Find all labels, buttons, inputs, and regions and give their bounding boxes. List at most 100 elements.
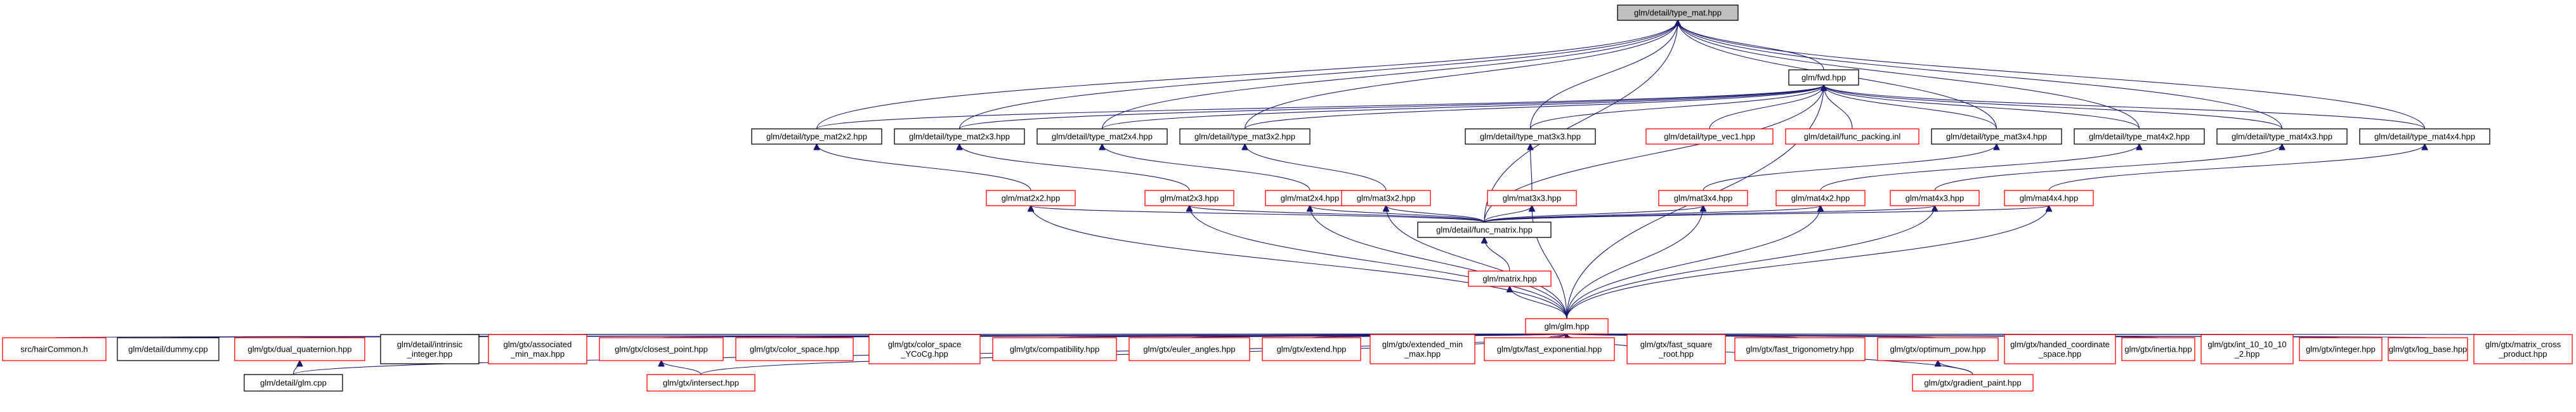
node-closest_point[interactable]: glm/gtx/closest_point.hpp	[599, 337, 724, 361]
node-label: glm/gtx/intersect.hpp	[663, 378, 739, 388]
node-matrix[interactable]: glm/matrix.hpp	[1468, 270, 1552, 287]
node-label: glm/detail/type_mat4x4.hpp	[2374, 132, 2475, 142]
node-label: glm/detail/type_mat.hpp	[1634, 8, 1722, 18]
edge-type_mat3x2-to-type_mat	[1244, 20, 1678, 130]
edge-func_matrix-to-mat2x2	[1031, 206, 1485, 223]
edge-type_mat2x2-to-fwd	[816, 85, 1824, 130]
edge-type_mat4x2-to-fwd	[1824, 85, 2140, 130]
node-label: glm/detail/type_mat2x4.hpp	[1052, 132, 1153, 142]
node-box	[1617, 4, 1739, 21]
node-type_mat3x4[interactable]: glm/detail/type_mat3x4.hpp	[1931, 128, 2062, 145]
node-type_mat2x4[interactable]: glm/detail/type_mat2x4.hpp	[1036, 128, 1168, 145]
node-color_space_YCoCg[interactable]: glm/gtx/color_space_YCoCg.hpp	[868, 334, 981, 364]
node-euler_angles[interactable]: glm/gtx/euler_angles.hpp	[1128, 337, 1250, 361]
node-associated_min_max[interactable]: glm/gtx/associated_min_max.hpp	[488, 334, 587, 364]
node-handed_coordinate_space[interactable]: glm/gtx/handed_coordinate_space.hpp	[2004, 334, 2116, 364]
node-glm_cpp[interactable]: glm/detail/glm.cpp	[244, 374, 343, 392]
node-matrix_cross_product[interactable]: glm/gtx/matrix_cross_product.hpp	[2473, 334, 2573, 364]
node-mat3x4[interactable]: glm/mat3x4.hpp	[1658, 190, 1748, 206]
node-func_matrix[interactable]: glm/detail/func_matrix.hpp	[1417, 222, 1552, 238]
node-mat2x2[interactable]: glm/mat2x2.hpp	[986, 190, 1076, 206]
node-mat2x3[interactable]: glm/mat2x3.hpp	[1144, 190, 1234, 206]
node-label: glm/gtx/inertia.hpp	[2124, 345, 2192, 354]
node-fast_square_root[interactable]: glm/gtx/fast_square_root.hpp	[1626, 334, 1726, 364]
node-compatibility[interactable]: glm/gtx/compatibility.hpp	[992, 337, 1117, 361]
node-mat4x2[interactable]: glm/mat4x2.hpp	[1775, 190, 1866, 206]
node-label: glm/detail/intrinsic	[397, 340, 463, 349]
node-label: src/hairCommon.h	[20, 345, 88, 354]
node-label: glm/gtx/color_space.hpp	[750, 345, 839, 354]
node-color_space[interactable]: glm/gtx/color_space.hpp	[735, 337, 854, 361]
node-intersect[interactable]: glm/gtx/intersect.hpp	[646, 374, 755, 392]
node-label: glm/gtx/compatibility.hpp	[1010, 345, 1099, 354]
node-box	[2004, 190, 2094, 206]
node-mat3x2[interactable]: glm/mat3x2.hpp	[1341, 190, 1431, 206]
node-intrinsic_integer[interactable]: glm/detail/intrinsic_integer.hpp	[380, 334, 480, 364]
node-func_packing[interactable]: glm/detail/func_packing.inl	[1785, 128, 1919, 145]
node-label: glm/mat4x2.hpp	[1791, 194, 1850, 203]
node-type_mat[interactable]: glm/detail/type_mat.hpp	[1617, 4, 1739, 21]
node-type_mat4x2[interactable]: glm/detail/type_mat4x2.hpp	[2074, 128, 2205, 145]
node-label: glm/detail/dummy.cpp	[128, 345, 207, 354]
edge-func_matrix-to-mat3x4	[1484, 206, 1703, 223]
node-label: glm/gtx/log_base.hpp	[2389, 345, 2468, 354]
node-type_vec1[interactable]: glm/detail/type_vec1.hpp	[1645, 128, 1774, 145]
node-box	[1734, 337, 1866, 361]
node-box	[244, 374, 343, 392]
node-box	[2299, 337, 2383, 361]
node-label: glm/gtx/handed_coordinate	[2010, 340, 2110, 349]
node-box	[599, 337, 724, 361]
node-label: glm/mat4x4.hpp	[2020, 194, 2079, 203]
node-label: glm/mat3x3.hpp	[1503, 194, 1562, 203]
node-type_mat4x3[interactable]: glm/detail/type_mat4x3.hpp	[2216, 128, 2348, 145]
node-type_mat4x4[interactable]: glm/detail/type_mat4x4.hpp	[2359, 128, 2490, 145]
node-box	[2, 337, 107, 361]
edge-type_mat4x3-to-fwd	[1824, 85, 2283, 130]
node-fwd[interactable]: glm/fwd.hpp	[1788, 69, 1859, 86]
node-fast_exponential[interactable]: glm/gtx/fast_exponential.hpp	[1484, 337, 1615, 361]
node-gradient_paint[interactable]: glm/gtx/gradient_paint.hpp	[1912, 374, 2034, 392]
node-extend[interactable]: glm/gtx/extend.hpp	[1262, 337, 1361, 361]
edge-mat3x3-to-type_mat3x3	[1531, 144, 1533, 191]
node-label: glm/gtx/dual_quaternion.hpp	[247, 345, 351, 354]
node-box	[1877, 337, 1999, 361]
node-type_mat3x2[interactable]: glm/detail/type_mat3x2.hpp	[1179, 128, 1311, 145]
edge-mat2x4-to-type_mat2x4	[1102, 144, 1311, 191]
node-box	[2388, 337, 2468, 361]
node-inertia[interactable]: glm/gtx/inertia.hpp	[2121, 337, 2195, 361]
node-label: glm/gtx/fast_square	[1640, 340, 1712, 349]
node-label: glm/detail/type_mat2x3.hpp	[909, 132, 1010, 142]
node-fast_trigonometry[interactable]: glm/gtx/fast_trigonometry.hpp	[1734, 337, 1866, 361]
node-log_base[interactable]: glm/gtx/log_base.hpp	[2388, 337, 2468, 361]
node-extended_min_max[interactable]: glm/gtx/extended_min_max.hpp	[1370, 334, 1475, 364]
edge-glm-to-mat2x2	[1031, 206, 1567, 319]
node-box	[1128, 337, 1250, 361]
node-mat4x3[interactable]: glm/mat4x3.hpp	[1890, 190, 1980, 206]
node-type_mat3x3[interactable]: glm/detail/type_mat3x3.hpp	[1465, 128, 1596, 145]
node-box	[1775, 190, 1866, 206]
node-label: glm/gtx/associated	[504, 340, 572, 349]
node-mat2x4[interactable]: glm/mat2x4.hpp	[1265, 190, 1355, 206]
node-label: glm/mat2x2.hpp	[1002, 194, 1061, 203]
edge-glm-to-mat3x2	[1386, 206, 1567, 319]
node-dual_quaternion[interactable]: glm/gtx/dual_quaternion.hpp	[234, 337, 365, 361]
node-hairCommon[interactable]: src/hairCommon.h	[2, 337, 107, 361]
node-box	[2004, 334, 2116, 364]
node-dummy[interactable]: glm/detail/dummy.cpp	[117, 337, 219, 361]
node-optimum_pow[interactable]: glm/gtx/optimum_pow.hpp	[1877, 337, 1999, 361]
node-box	[1341, 190, 1431, 206]
node-type_mat2x2[interactable]: glm/detail/type_mat2x2.hpp	[751, 128, 882, 145]
node-mat4x4[interactable]: glm/mat4x4.hpp	[2004, 190, 2094, 206]
node-int_10_10_10_2[interactable]: glm/gtx/int_10_10_10_2.hpp	[2200, 334, 2294, 364]
node-gtx_integer[interactable]: glm/gtx/integer.hpp	[2299, 337, 2383, 361]
node-label: glm/gtx/extend.hpp	[1277, 345, 1347, 354]
edge-mat3x4-to-type_mat3x4	[1703, 144, 1997, 191]
node-label: glm/gtx/extended_min	[1382, 340, 1463, 349]
node-glm[interactable]: glm/glm.hpp	[1525, 318, 1609, 335]
edge-matrix-to-func_matrix	[1484, 237, 1510, 272]
node-mat3x3[interactable]: glm/mat3x3.hpp	[1487, 190, 1577, 206]
node-label: _integer.hpp	[407, 349, 453, 359]
node-type_mat2x3[interactable]: glm/detail/type_mat2x3.hpp	[894, 128, 1025, 145]
edge-glm_cpp-to-dual_quaternion	[292, 361, 300, 375]
node-label: glm/detail/type_mat3x4.hpp	[1946, 132, 2047, 142]
